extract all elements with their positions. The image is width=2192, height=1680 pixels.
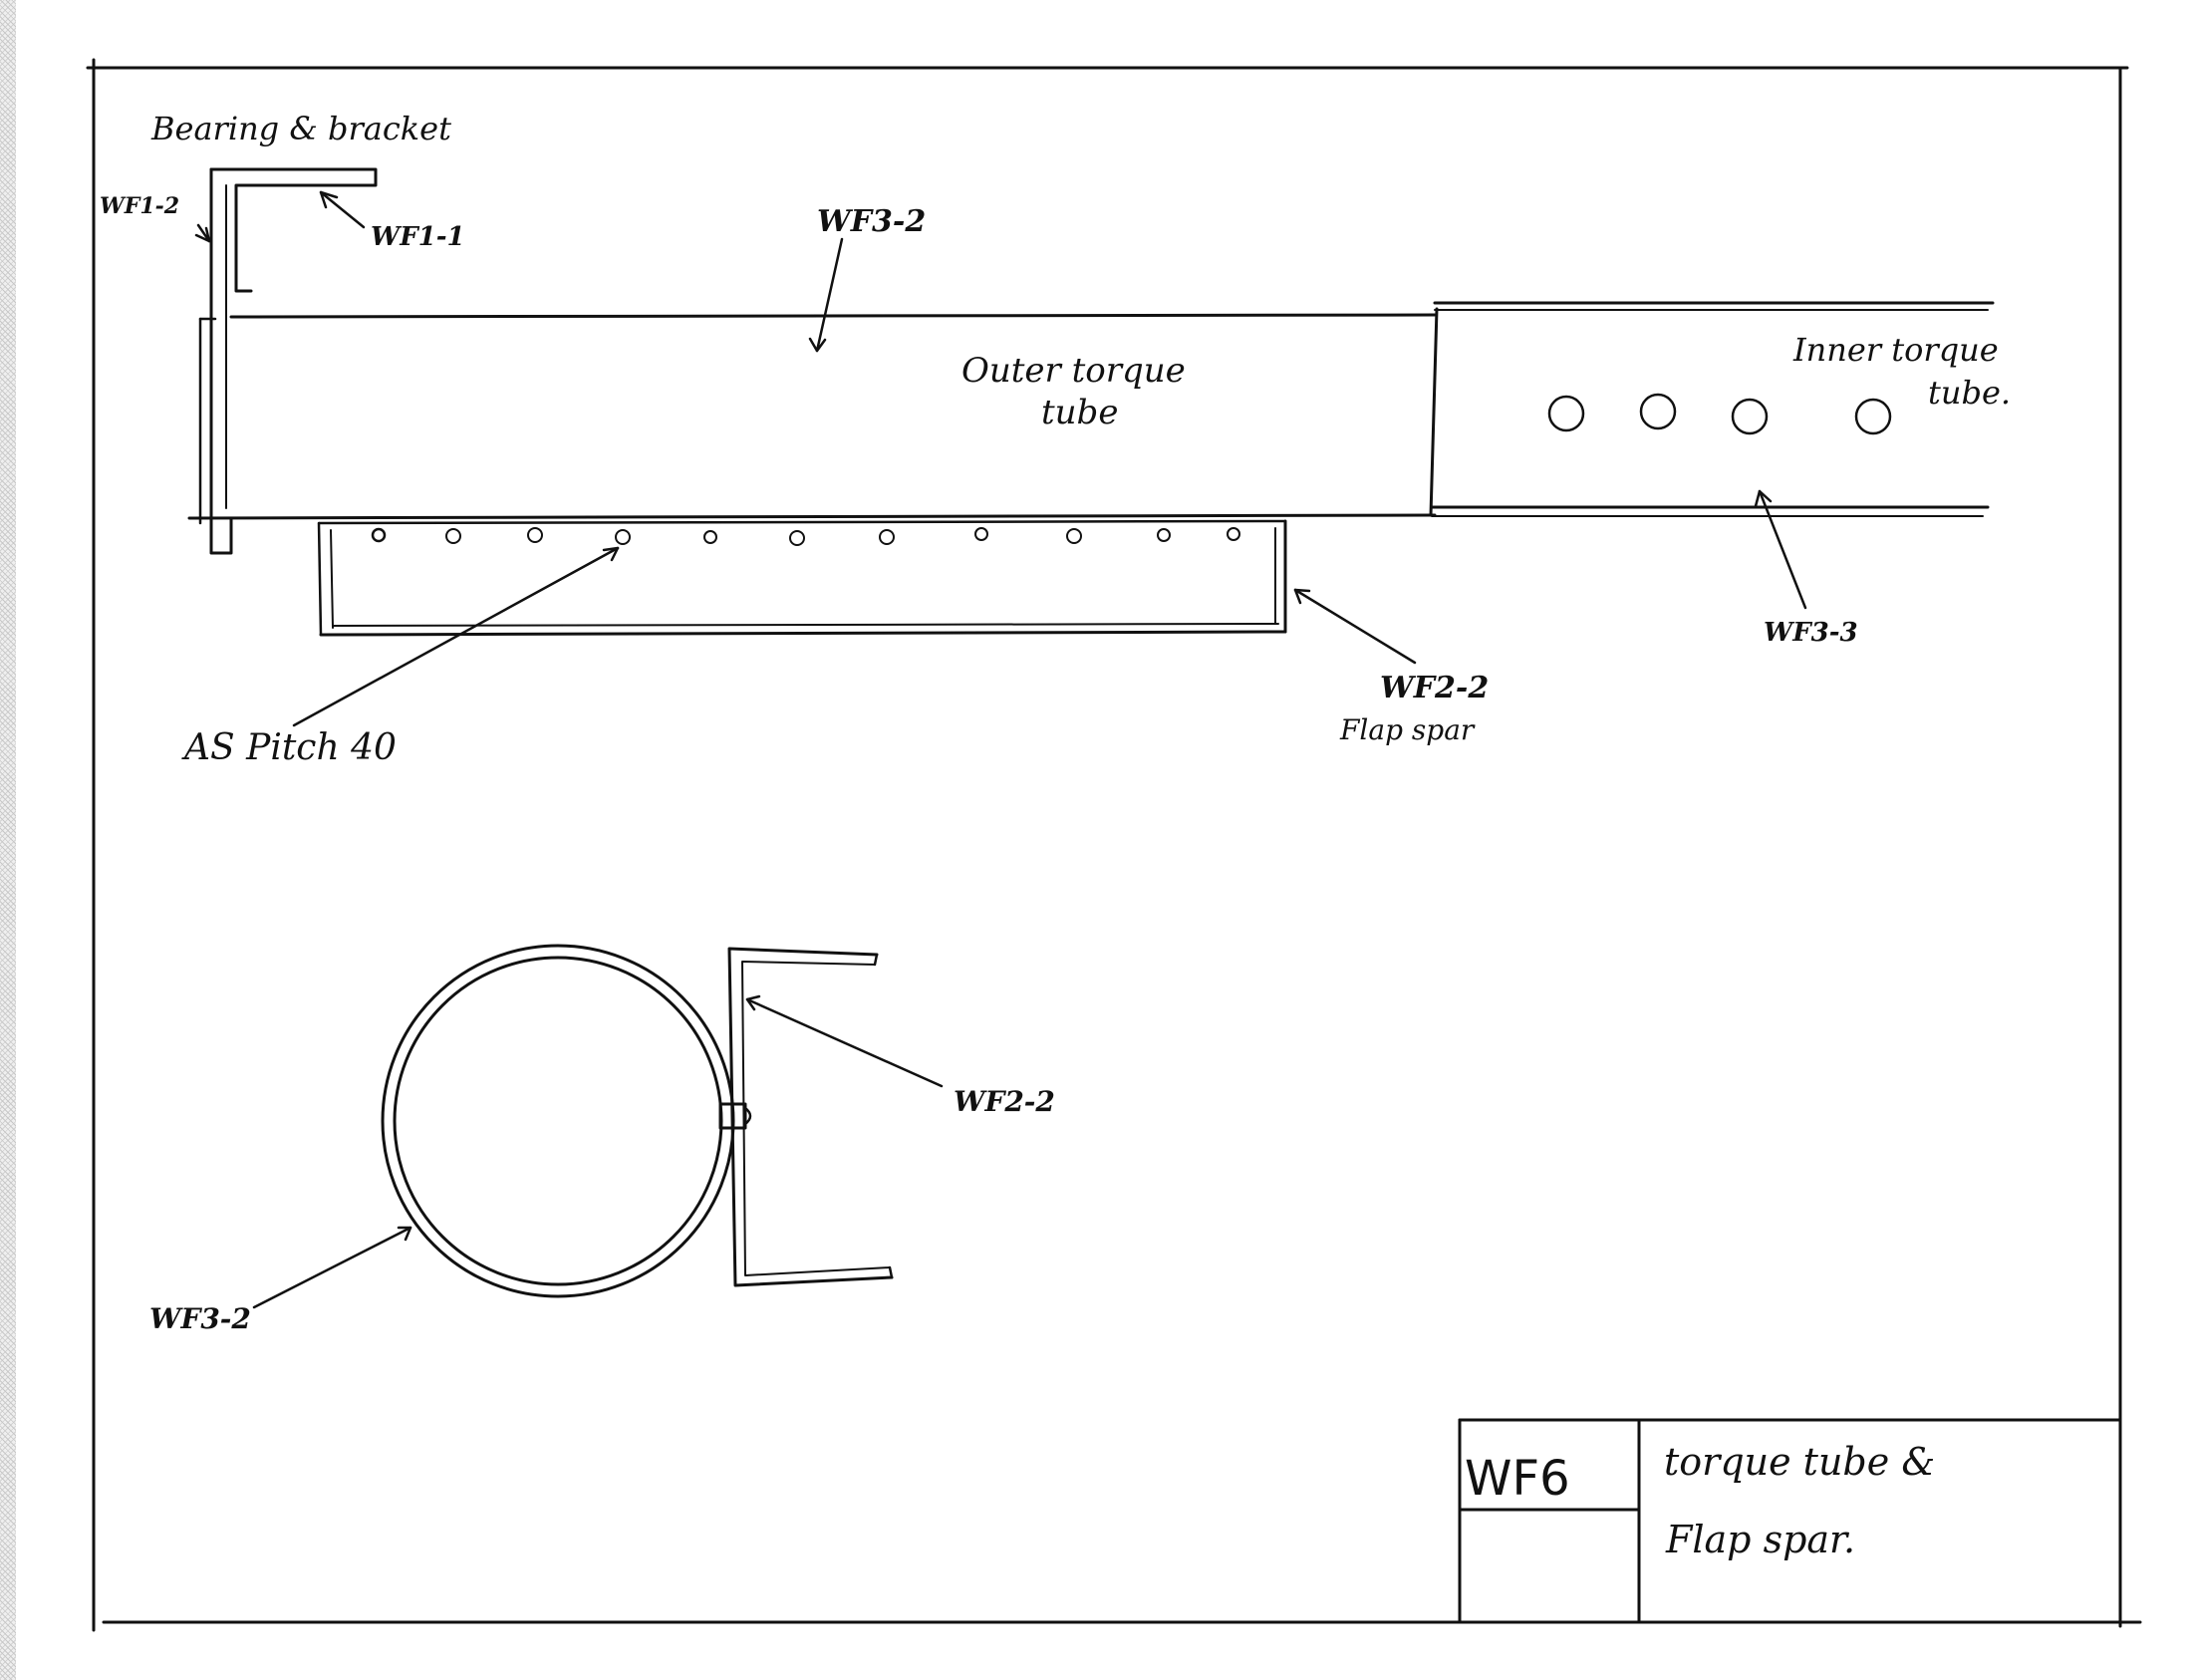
- label-outer-tube-line2: tube: [1041, 393, 1118, 432]
- drawing-number: WF6: [1465, 1451, 1570, 1507]
- rivet: [1157, 528, 1171, 542]
- label-inner-tube-line1: Inner torque: [1792, 331, 1999, 369]
- label-wf1-1: WF1-1: [371, 222, 465, 252]
- label-wf3-3: WF3-3: [1764, 618, 1858, 648]
- rivet: [1066, 528, 1082, 544]
- rivet: [371, 527, 387, 543]
- rivet: [789, 530, 805, 546]
- scan-edge: [0, 0, 16, 1680]
- sheet-border: [86, 58, 2142, 1632]
- rivet: [445, 528, 461, 544]
- label-wf3-2-top: WF3-2: [817, 204, 926, 239]
- inner-torque-tube: [1430, 301, 1995, 517]
- inner-tube-hole: [1731, 398, 1769, 435]
- rivet: [879, 529, 895, 545]
- rivet: [974, 527, 988, 541]
- rivet: [527, 527, 543, 543]
- label-wf1-2: WF1-2: [100, 193, 179, 219]
- leader-lines-top: [194, 190, 1807, 727]
- label-rivet-note: AS Pitch 40: [181, 727, 397, 768]
- inner-tube-hole: [1547, 395, 1585, 432]
- label-wf2-2-top: WF2-2: [1380, 671, 1489, 705]
- torque-tube-section: [381, 944, 735, 1298]
- outer-torque-tube: [187, 307, 1439, 520]
- flap-spar-top-view: [317, 519, 1287, 637]
- label-wf3-2-section: WF3-2: [149, 1302, 251, 1335]
- label-inner-tube-line2: tube.: [1928, 374, 2011, 412]
- inner-tube-hole: [1639, 393, 1677, 430]
- bearing-bracket: [198, 167, 378, 555]
- label-outer-tube-line1: Outer torque: [961, 351, 1186, 391]
- title-block: [1458, 1418, 2122, 1624]
- title-line2: Flap spar.: [1665, 1518, 1855, 1561]
- inner-tube-hole: [1854, 398, 1892, 435]
- rivet: [703, 530, 717, 544]
- label-flap-spar: Flap spar: [1339, 713, 1476, 746]
- label-wf2-2-section: WF2-2: [954, 1085, 1055, 1118]
- label-bearing-bracket: Bearing & bracket: [150, 110, 451, 147]
- leader-lines-section: [252, 994, 944, 1309]
- rivet: [615, 529, 631, 545]
- rivet: [1227, 527, 1240, 541]
- flap-spar-section: [718, 947, 894, 1287]
- title-line1: torque tube &: [1664, 1440, 1935, 1484]
